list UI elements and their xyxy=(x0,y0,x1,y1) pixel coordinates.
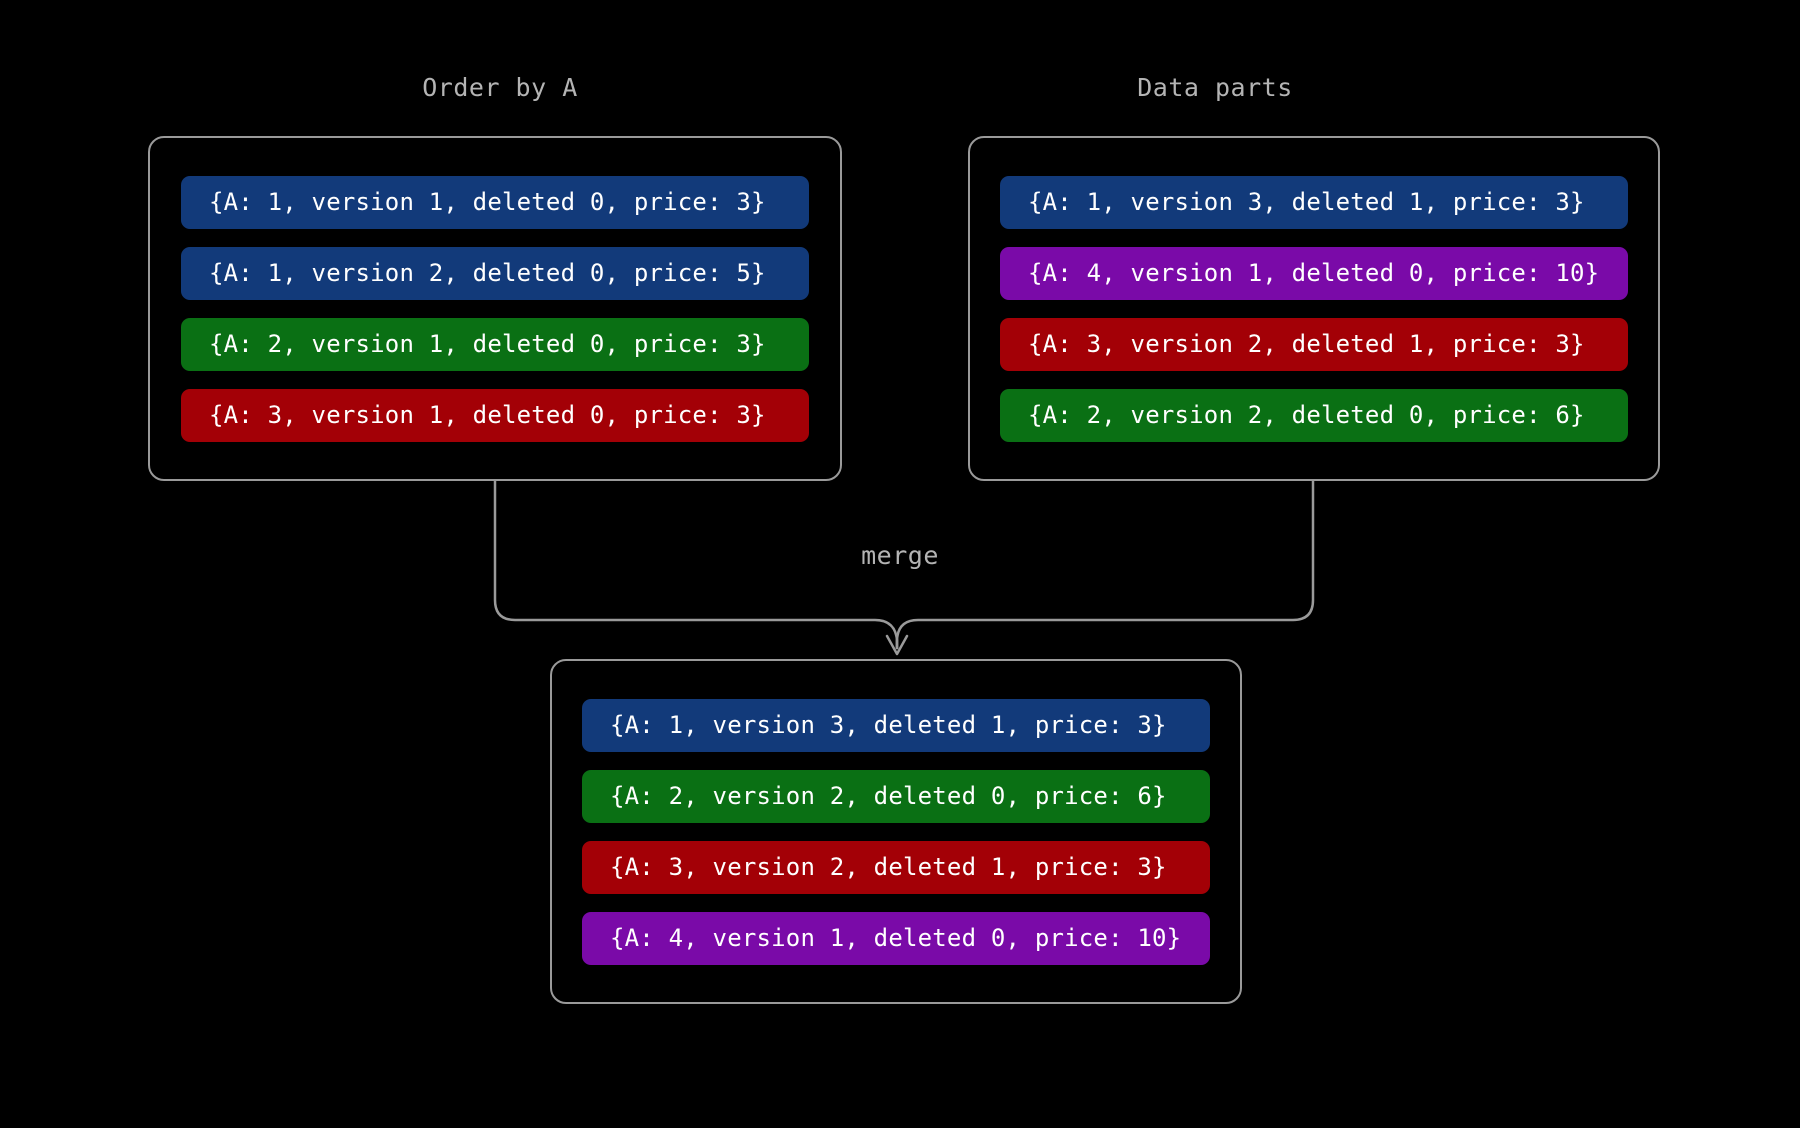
record-row[interactable]: {A: 2, version 1, deleted 0, price: 3} xyxy=(181,317,809,371)
record-row[interactable]: {A: 1, version 1, deleted 0, price: 3} xyxy=(181,175,809,229)
panel-merged-result: {A: 1, version 3, deleted 1, price: 3} {… xyxy=(550,659,1242,1004)
record-row[interactable]: {A: 4, version 1, deleted 0, price: 10} xyxy=(1000,246,1628,300)
record-row[interactable]: {A: 3, version 1, deleted 0, price: 3} xyxy=(181,388,809,442)
panel-title-data-parts: Data parts xyxy=(1137,73,1293,102)
record-row[interactable]: {A: 2, version 2, deleted 0, price: 6} xyxy=(582,769,1210,823)
record-row[interactable]: {A: 1, version 2, deleted 0, price: 5} xyxy=(181,246,809,300)
record-row[interactable]: {A: 4, version 1, deleted 0, price: 10} xyxy=(582,911,1210,965)
record-list-merged: {A: 1, version 3, deleted 1, price: 3} {… xyxy=(552,661,1240,1002)
panel-title-order-by-a: Order by A xyxy=(422,73,578,102)
record-row[interactable]: {A: 2, version 2, deleted 0, price: 6} xyxy=(1000,388,1628,442)
arrow-head-icon xyxy=(885,634,909,656)
record-row[interactable]: {A: 3, version 2, deleted 1, price: 3} xyxy=(582,840,1210,894)
record-list-order-by-a: {A: 1, version 1, deleted 0, price: 3} {… xyxy=(150,138,840,479)
record-list-data-parts: {A: 1, version 3, deleted 1, price: 3} {… xyxy=(970,138,1658,479)
merge-label: merge xyxy=(861,541,939,570)
record-row[interactable]: {A: 1, version 3, deleted 1, price: 3} xyxy=(1000,175,1628,229)
record-row[interactable]: {A: 1, version 3, deleted 1, price: 3} xyxy=(582,698,1210,752)
panel-data-parts: {A: 1, version 3, deleted 1, price: 3} {… xyxy=(968,136,1660,481)
panel-order-by-a: {A: 1, version 1, deleted 0, price: 3} {… xyxy=(148,136,842,481)
record-row[interactable]: {A: 3, version 2, deleted 1, price: 3} xyxy=(1000,317,1628,371)
